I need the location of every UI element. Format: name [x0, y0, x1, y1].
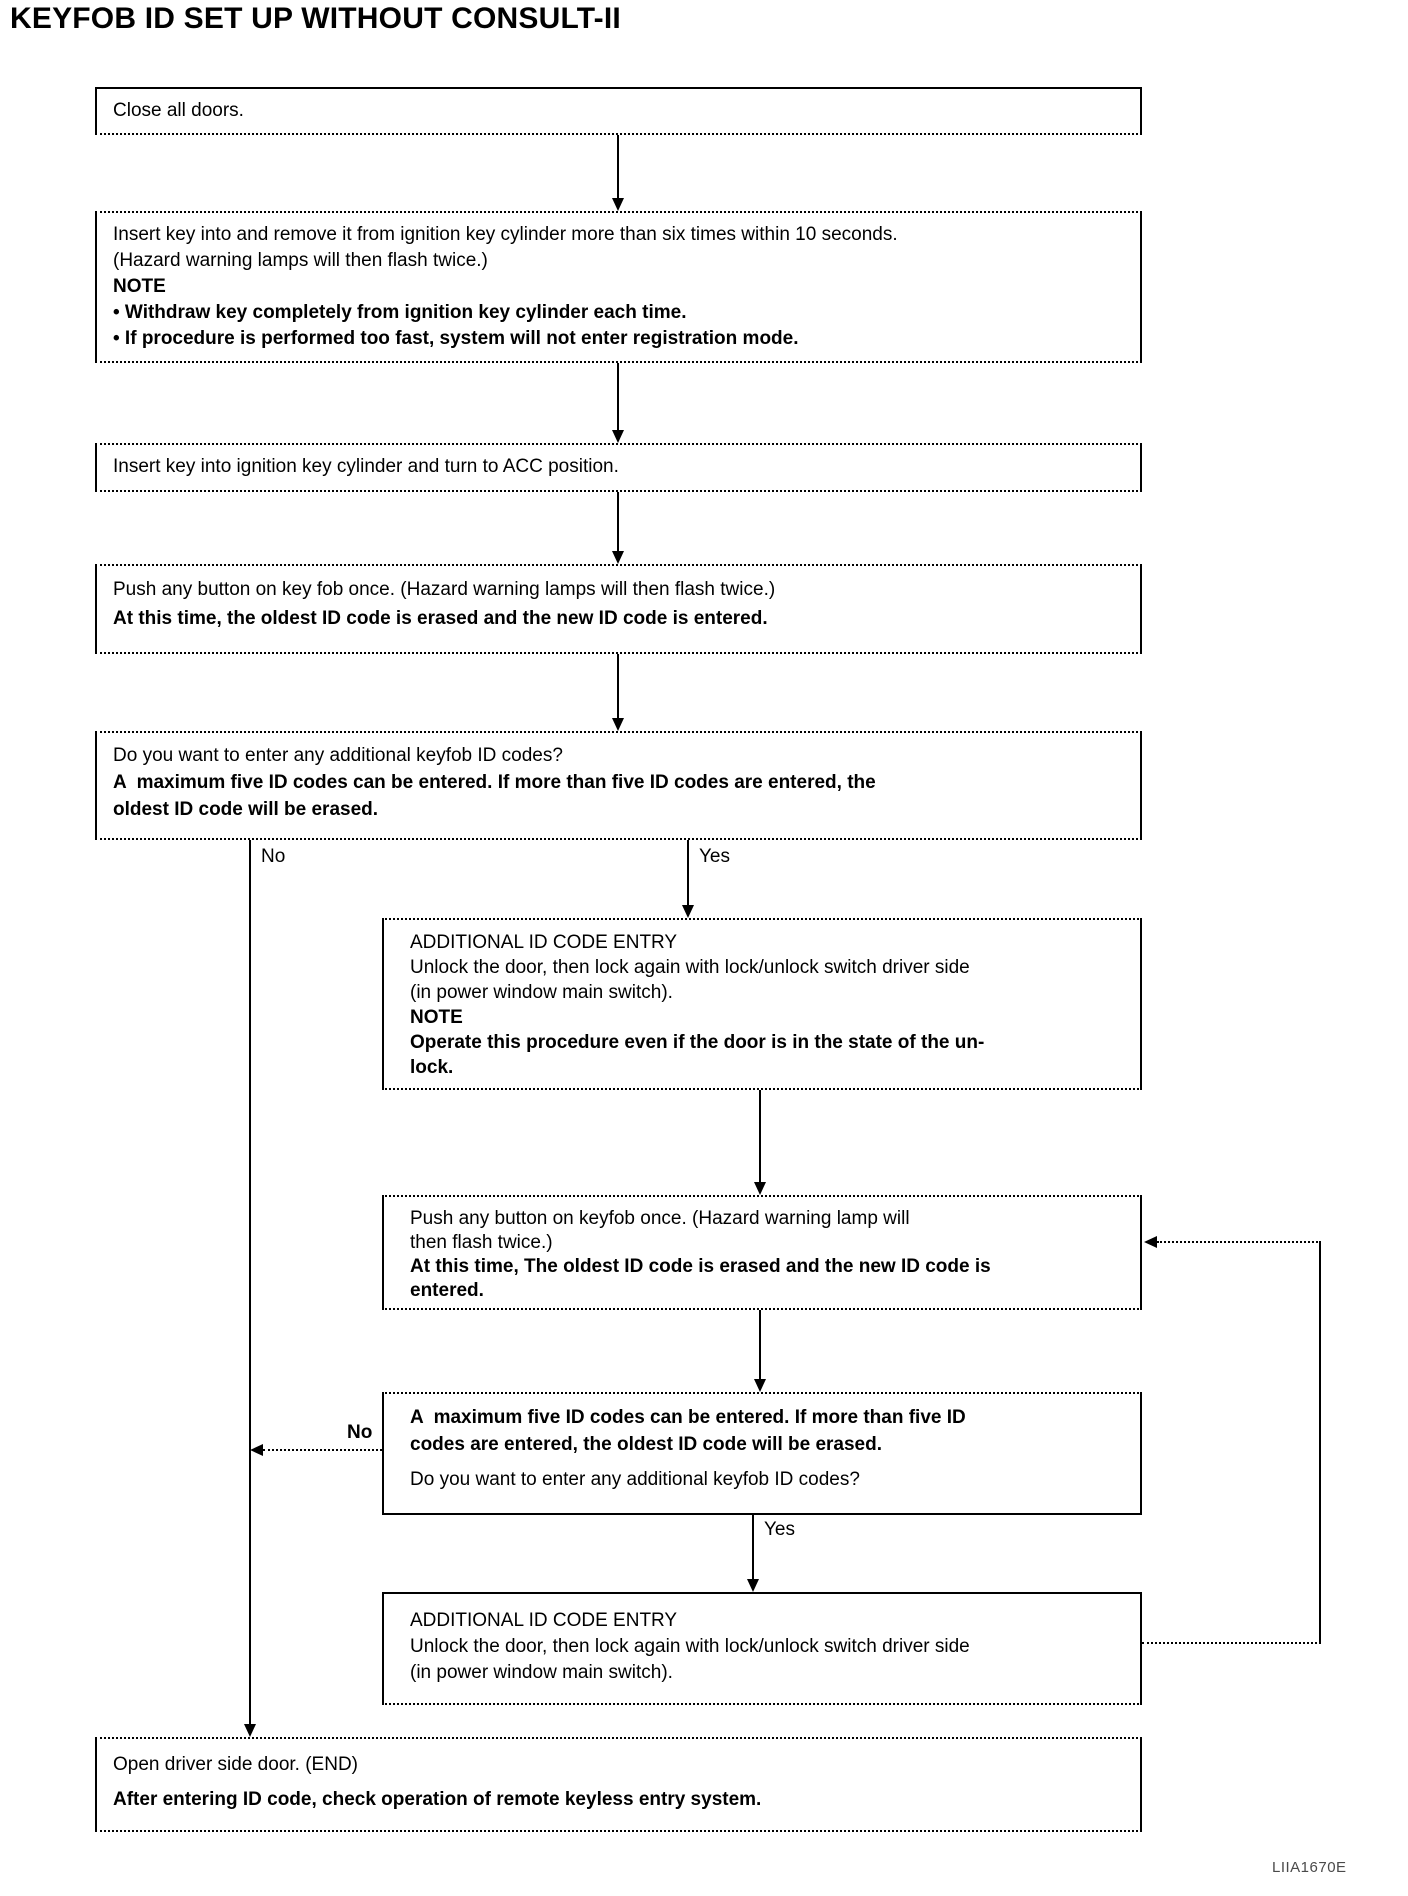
edge-label-no-1: No: [258, 846, 289, 868]
flow-box-text-line: Do you want to enter any additional keyf…: [410, 1469, 860, 1490]
connector-line: [617, 135, 619, 198]
flow-box-insert-remove-key: Insert key into and remove it from ignit…: [95, 211, 1142, 363]
loop-back-line-bottom: [1142, 1642, 1321, 1644]
arrowhead-down: [754, 1379, 766, 1392]
arrowhead-down: [754, 1182, 766, 1195]
loop-back-line-top: [1157, 1241, 1321, 1243]
connector-line: [759, 1090, 761, 1182]
arrowhead-down: [682, 905, 694, 918]
flow-box-text-line: Push any button on key fob once. (Hazard…: [113, 579, 776, 600]
flow-box-push-key-fob: Push any button on key fob once. (Hazard…: [95, 564, 1142, 654]
page-title: KEYFOB ID SET UP WITHOUT CONSULT-II: [10, 2, 621, 35]
flow-box-acc-position: Insert key into ignition key cylinder an…: [95, 443, 1142, 492]
flow-box-text-line: Insert key into ignition key cylinder an…: [113, 456, 619, 477]
flow-box-push-keyfob-2: Push any button on keyfob once. (Hazard …: [382, 1195, 1142, 1310]
flow-box-text-line: Unlock the door, then lock again with lo…: [410, 1636, 970, 1657]
flow-box-text-line: Insert key into and remove it from ignit…: [113, 224, 898, 245]
edge-label-yes-2: Yes: [761, 1519, 798, 1541]
loop-back-line-vertical: [1319, 1242, 1321, 1644]
flow-box-text-line: Open driver side door. (END): [113, 1754, 358, 1775]
no-branch-line: [249, 840, 251, 1724]
flow-box-text-line: (in power window main switch).: [410, 982, 673, 1003]
arrowhead-down: [612, 430, 624, 443]
flow-box-end: Open driver side door. (END) After enter…: [95, 1737, 1142, 1832]
flow-box-text-line: A maximum five ID codes can be entered. …: [113, 772, 876, 793]
flow-box-close-doors: Close all doors.: [95, 87, 1142, 135]
flow-box-text-line: NOTE: [410, 1007, 463, 1028]
flow-box-text-line: Close all doors.: [113, 100, 244, 121]
edge-label-yes-1: Yes: [696, 846, 733, 868]
flow-box-text-line: At this time, The oldest ID code is eras…: [410, 1256, 991, 1277]
flow-box-text-line: After entering ID code, check operation …: [113, 1789, 762, 1810]
no-branch-line-2: [263, 1449, 382, 1451]
edge-label-no-2: No: [344, 1422, 376, 1444]
flow-box-decision-additional-2: A maximum five ID codes can be entered. …: [382, 1392, 1142, 1515]
flow-box-text-line: oldest ID code will be erased.: [113, 799, 379, 820]
figure-code: LIIA1670E: [1272, 1859, 1347, 1876]
flow-box-text-line: Operate this procedure even if the door …: [410, 1032, 985, 1053]
flow-box-text-line: Do you want to enter any additional keyf…: [113, 745, 563, 766]
arrowhead-down: [244, 1724, 256, 1737]
arrowhead-down: [612, 551, 624, 564]
yes-branch-arrow-2: [752, 1515, 754, 1579]
flow-box-additional-entry-2: ADDITIONAL ID CODE ENTRY Unlock the door…: [382, 1592, 1142, 1705]
flow-box-text-line: lock.: [410, 1057, 454, 1078]
flow-box-text-line: ADDITIONAL ID CODE ENTRY: [410, 1610, 678, 1631]
flow-box-decision-additional-1: Do you want to enter any additional keyf…: [95, 731, 1142, 840]
arrowhead-down: [612, 198, 624, 211]
connector-line: [759, 1310, 761, 1379]
flow-box-text-line: codes are entered, the oldest ID code wi…: [410, 1434, 882, 1455]
flow-box-text-line: ADDITIONAL ID CODE ENTRY: [410, 932, 678, 953]
flow-box-text-line: • Withdraw key completely from ignition …: [113, 302, 687, 323]
flow-box-text-line: then flash twice.): [410, 1232, 553, 1253]
yes-branch-arrow: [687, 840, 689, 905]
flow-box-text-line: entered.: [410, 1280, 484, 1301]
flow-box-text-line: Unlock the door, then lock again with lo…: [410, 957, 970, 978]
flow-box-text-line: At this time, the oldest ID code is eras…: [113, 608, 768, 629]
connector-line: [617, 654, 619, 718]
arrowhead-down: [612, 718, 624, 731]
arrowhead-left: [250, 1444, 263, 1456]
flow-box-additional-entry-1: ADDITIONAL ID CODE ENTRY Unlock the door…: [382, 918, 1142, 1090]
flow-box-text-line: A maximum five ID codes can be entered. …: [410, 1407, 966, 1428]
connector-line: [617, 363, 619, 430]
flow-box-text-line: Push any button on keyfob once. (Hazard …: [410, 1208, 910, 1229]
flow-box-text-line: NOTE: [113, 276, 166, 297]
arrowhead-down: [747, 1579, 759, 1592]
flow-box-text-line: (in power window main switch).: [410, 1662, 673, 1683]
flow-box-text-line: • If procedure is performed too fast, sy…: [113, 328, 799, 349]
connector-line: [617, 492, 619, 551]
arrowhead-left: [1144, 1236, 1157, 1248]
flow-box-text-line: (Hazard warning lamps will then flash tw…: [113, 250, 488, 271]
